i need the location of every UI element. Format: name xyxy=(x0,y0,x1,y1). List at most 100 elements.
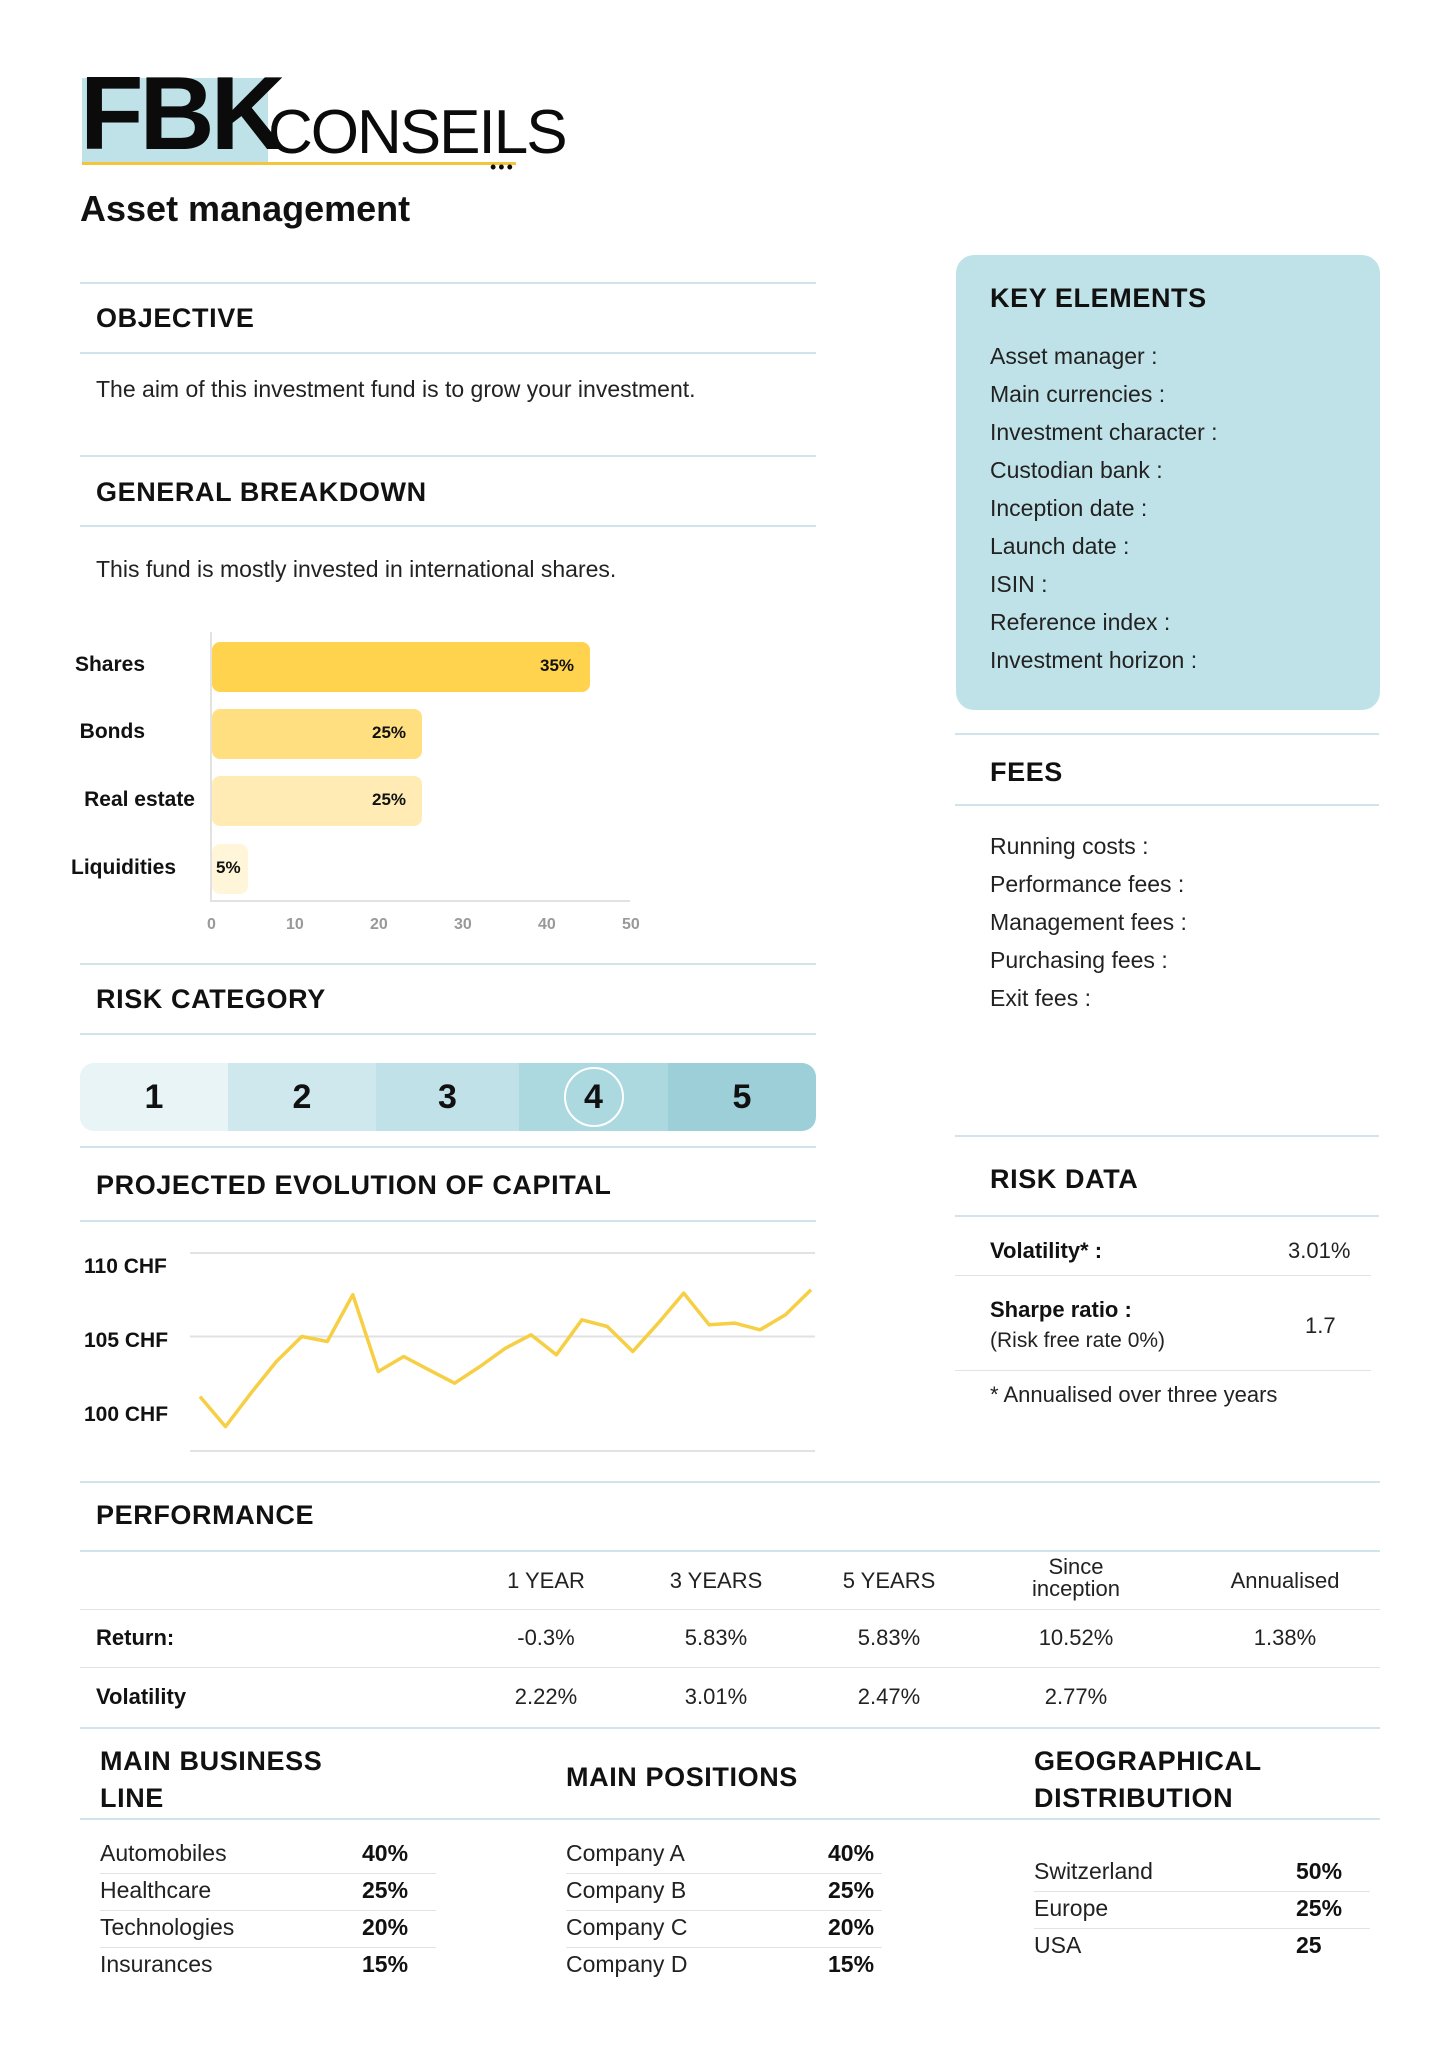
perf-col-annualised: Annualised xyxy=(1230,1568,1340,1593)
business-line-name: Insurances xyxy=(100,1951,213,1977)
risk-level-2: 2 xyxy=(228,1063,376,1131)
position-name: Company D xyxy=(566,1951,688,1977)
sharpe-ratio-note: (Risk free rate 0%) xyxy=(990,1329,1166,1352)
divider xyxy=(955,1275,1371,1276)
business-line-name: Healthcare xyxy=(100,1877,212,1903)
key-elements-title: KEY ELEMENTS xyxy=(990,283,1207,313)
perf-col-1-year: 1 YEAR xyxy=(507,1568,585,1593)
divider xyxy=(80,1220,816,1222)
divider xyxy=(100,1873,436,1874)
divider xyxy=(955,804,1379,806)
bar-value-label: 25% xyxy=(372,790,407,809)
risk-level-1: 1 xyxy=(80,1063,228,1131)
bar-category-label: Shares xyxy=(74,653,145,676)
bar-liquidities xyxy=(212,844,248,894)
divider xyxy=(80,1818,1380,1820)
sharpe-ratio-value: 1.7 xyxy=(1305,1313,1336,1338)
bar-value-label: 35% xyxy=(540,656,575,675)
bar-axis-line xyxy=(210,632,212,902)
fee-management: Management fees : xyxy=(990,909,1187,935)
perf-row-volatility-label: Volatility xyxy=(96,1684,187,1709)
page-subtitle: Asset management xyxy=(80,188,411,229)
logo-brand-light: CONSEILS xyxy=(268,98,568,167)
key-element-investment-horizon: Investment horizon : xyxy=(990,647,1198,673)
y-axis-label: 105 CHF xyxy=(84,1329,169,1352)
key-element-investment-character: Investment character : xyxy=(990,419,1218,445)
perf-return-1y: -0.3% xyxy=(517,1625,575,1650)
divider xyxy=(566,1947,882,1948)
divider xyxy=(566,1910,882,1911)
divider xyxy=(80,1550,1380,1552)
geography-name: Europe xyxy=(1034,1895,1109,1921)
perf-col-3-years: 3 YEARS xyxy=(669,1568,763,1593)
geography-name: USA xyxy=(1034,1932,1082,1958)
bar-axis-tick: 10 xyxy=(286,916,304,933)
position-name: Company A xyxy=(566,1840,685,1866)
main-positions-title: MAIN POSITIONS xyxy=(566,1762,798,1792)
position-name: Company C xyxy=(566,1914,688,1940)
general-breakdown-title: GENERAL BREAKDOWN xyxy=(96,477,427,507)
business-line-name: Technologies xyxy=(100,1914,235,1940)
objective-title: OBJECTIVE xyxy=(96,303,255,333)
general-breakdown-text: This fund is mostly invested in internat… xyxy=(96,556,617,582)
bar-category-label: Bonds xyxy=(79,720,145,743)
divider xyxy=(80,963,816,965)
perf-volatility-inception: 2.77% xyxy=(1044,1684,1108,1709)
performance-title: PERFORMANCE xyxy=(96,1500,315,1530)
business-line-value: 40% xyxy=(362,1840,409,1866)
perf-col-since-inception: Since inception xyxy=(1031,1554,1121,1601)
geography-value: 50% xyxy=(1296,1858,1343,1884)
business-line-name: Automobiles xyxy=(100,1840,227,1866)
key-elements-panel xyxy=(956,255,1380,710)
geography-value: 25% xyxy=(1296,1895,1343,1921)
divider xyxy=(100,1910,436,1911)
divider xyxy=(1034,1928,1370,1929)
position-value: 20% xyxy=(828,1914,875,1940)
geography-name: Switzerland xyxy=(1034,1858,1153,1884)
position-value: 15% xyxy=(828,1951,875,1977)
projected-title: PROJECTED EVOLUTION OF CAPITAL xyxy=(96,1170,612,1200)
logo-dots: ••• xyxy=(490,157,515,177)
divider xyxy=(100,1947,436,1948)
key-element-isin: ISIN : xyxy=(990,571,1048,597)
bar-axis-tick: 40 xyxy=(538,916,556,933)
logo-brand-bold: FBK xyxy=(80,56,286,172)
divider xyxy=(80,1609,1380,1610)
key-element-inception-date: Inception date : xyxy=(990,495,1148,521)
divider xyxy=(80,1033,816,1035)
sharpe-ratio-label: Sharpe ratio : xyxy=(990,1297,1132,1322)
logo-underline xyxy=(82,162,516,165)
bar-bonds xyxy=(212,709,422,759)
capital-line-chart xyxy=(190,1252,815,1452)
risk-level-3: 3 xyxy=(376,1063,519,1131)
perf-return-5y: 5.83% xyxy=(857,1625,921,1650)
risk-category-title: RISK CATEGORY xyxy=(96,984,326,1014)
perf-volatility-3y: 3.01% xyxy=(684,1684,748,1709)
business-line-value: 20% xyxy=(362,1914,409,1940)
position-name: Company B xyxy=(566,1877,687,1903)
bar-real-estate xyxy=(212,776,422,826)
bar-axis-tick: 0 xyxy=(207,916,216,933)
divider xyxy=(1034,1891,1370,1892)
risk-data-footnote: * Annualised over three years xyxy=(990,1382,1278,1407)
divider xyxy=(955,1215,1379,1217)
fee-performance: Performance fees : xyxy=(990,871,1185,897)
key-element-main-currencies: Main currencies : xyxy=(990,381,1166,407)
perf-return-3y: 5.83% xyxy=(684,1625,748,1650)
business-line-value: 25% xyxy=(362,1877,409,1903)
logo-background xyxy=(82,78,268,164)
fees-title: FEES xyxy=(990,757,1063,787)
business-line-title: MAIN BUSINESS LINE xyxy=(100,1746,323,1813)
perf-row-return-label: Return: xyxy=(96,1625,175,1650)
bar-axis-tick: 50 xyxy=(622,916,640,933)
divider xyxy=(955,1370,1371,1371)
key-element-asset-manager: Asset manager : xyxy=(990,343,1158,369)
fee-purchasing: Purchasing fees : xyxy=(990,947,1168,973)
perf-return-inception: 10.52% xyxy=(1038,1625,1114,1650)
divider xyxy=(80,282,816,284)
bar-category-label: Liquidities xyxy=(71,856,176,879)
geography-title: GEOGRAPHICAL DISTRIBUTION xyxy=(1034,1746,1262,1813)
y-axis-label: 100 CHF xyxy=(84,1403,169,1426)
volatility-value: 3.01% xyxy=(1288,1238,1351,1263)
position-value: 40% xyxy=(828,1840,875,1866)
